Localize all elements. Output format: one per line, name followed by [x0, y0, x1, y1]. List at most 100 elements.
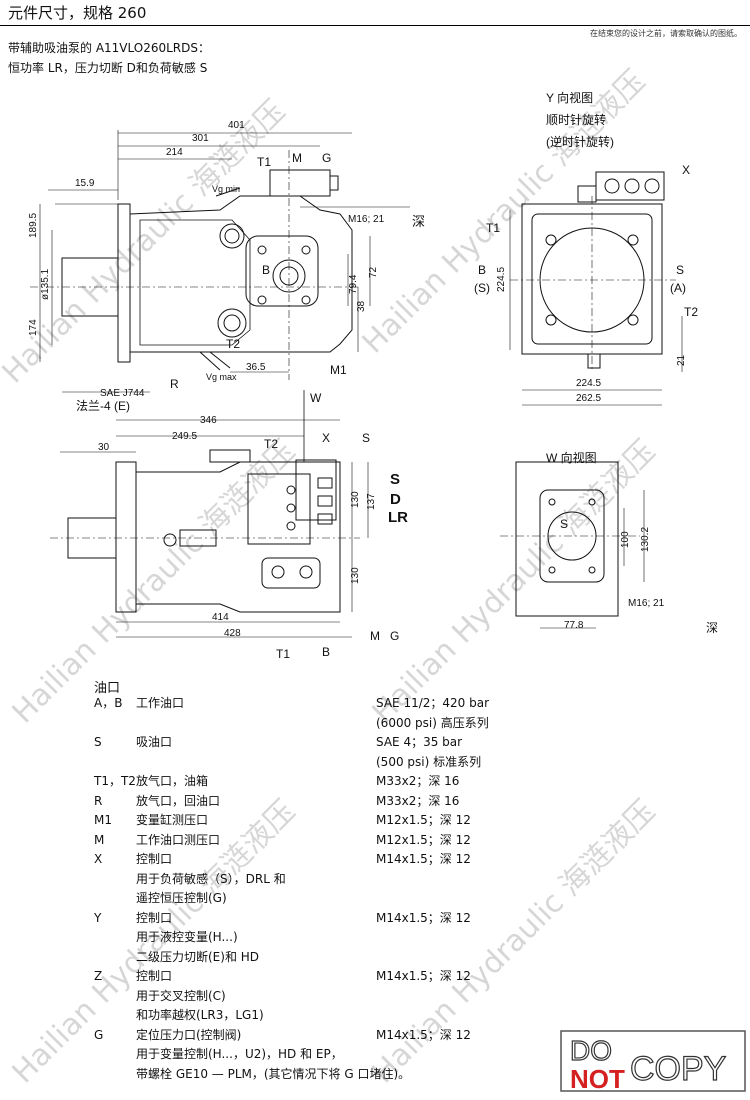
port-label: G [322, 151, 331, 165]
port-description-line: 控制口 [136, 852, 173, 866]
dim-text: 137 [366, 493, 377, 510]
port-label: (A) [670, 281, 686, 295]
port-label: T1 [257, 155, 271, 169]
port-spec-line: SAE 4；35 bar [376, 735, 463, 749]
dim-text: 130 [350, 491, 361, 508]
port-label: Vg max [206, 372, 237, 382]
port-label: S [676, 263, 684, 277]
port-code: M [94, 832, 105, 847]
port-spec: M14x1.5；深 12 [376, 850, 576, 870]
side-view [50, 390, 369, 638]
stamp-copy: COPY [630, 1050, 726, 1088]
port-label: M [292, 151, 302, 165]
port-code: Y [94, 910, 102, 925]
stamp-not: NOT [570, 1064, 625, 1092]
port-description: 工作油口 [136, 694, 366, 714]
dim-text: 30 [98, 442, 110, 453]
port-spec: SAE 11/2；420 bar (6000 psi) 高压系列 [376, 694, 576, 733]
port-spec: M12x1.5；深 12 [376, 831, 576, 851]
port-description-line: 工作油口测压口 [136, 832, 221, 847]
dim-text: 224.5 [496, 267, 507, 292]
dim-text: ø135.1 [40, 268, 51, 300]
port-description: 吸油口 [136, 733, 366, 753]
port-description-line: 用于交叉控制(C) [136, 988, 226, 1003]
dim-text: 深 [412, 214, 425, 229]
dim-text: 249.5 [172, 431, 197, 442]
flange-label: 法兰-4 (E) [76, 399, 130, 413]
dim-text: 262.5 [576, 393, 601, 404]
port-description-line: 放气口，油箱 [136, 774, 209, 788]
dim-text: 346 [200, 415, 217, 426]
port-label: T1 [486, 221, 500, 235]
port-description: 放气口，油箱 [136, 772, 366, 792]
port-description: 放气口，回油口 [136, 792, 366, 812]
port-code: T1，T2 [94, 774, 136, 788]
y-view [509, 171, 683, 406]
port-spec-line: M33x2；深 16 [376, 774, 460, 788]
port-spec: M33x2；深 16 [376, 772, 576, 792]
port-label: T2 [226, 337, 240, 351]
port-label: T2 [684, 305, 698, 319]
port-description-line: 和功率越权(LR3，LG1) [136, 1008, 264, 1022]
port-label: B [262, 263, 270, 277]
port-description-line: 二级压力切断(E)和 HD [136, 949, 260, 964]
do-not-copy-stamp: DO NOT COPY [560, 1030, 746, 1092]
port-description-line: 遥控恒压控制(G) [136, 891, 227, 905]
port-label: S [560, 517, 568, 531]
dim-text: 100 [620, 531, 631, 548]
dim-text: M16; 21 [348, 214, 385, 225]
port-description-line: 用于负荷敏感（S），DRL 和 [136, 871, 286, 886]
port-spec-line: M14x1.5；深 12 [376, 910, 471, 925]
port-spec-line: SAE 11/2；420 bar [376, 696, 490, 710]
port-spec: SAE 4；35 bar (500 psi) 标准系列 [376, 733, 576, 772]
port-description: 控制口用于负荷敏感（S），DRL 和遥控恒压控制(G) [136, 850, 366, 909]
dim-text: 174 [28, 319, 39, 336]
w-view [500, 461, 645, 629]
port-label: B [322, 645, 330, 659]
port-label: B [478, 263, 486, 277]
port-spec-line: M14x1.5；深 12 [376, 1027, 471, 1042]
port-code: X [94, 852, 103, 866]
control-label: LR [388, 509, 408, 526]
view-title: (逆时针旋转) [546, 134, 614, 149]
stamp-do: DO [570, 1035, 612, 1066]
port-code: Z [94, 969, 103, 983]
dim-text: 414 [212, 612, 229, 623]
port-spec-line: (6000 psi) 高压系列 [376, 715, 489, 730]
port-spec-line: M12x1.5；深 12 [376, 813, 471, 827]
dim-text: 214 [166, 147, 183, 158]
port-code: R [94, 793, 103, 808]
port-spec: M33x2；深 16 [376, 792, 576, 812]
port-description-line: 用于液控变量(H...) [136, 930, 238, 944]
port-description-line: 工作油口 [136, 696, 185, 710]
port-description-line: 定位压力口(控制阀) [136, 1027, 242, 1042]
port-description-line: 吸油口 [136, 735, 173, 749]
view-title: W 向视图 [546, 450, 597, 465]
port-label: X [682, 163, 690, 177]
dim-text: 130.2 [640, 527, 651, 552]
ports-heading: 油口 [94, 681, 121, 696]
dim-text: 428 [224, 628, 241, 639]
port-label: Vg min [212, 184, 240, 194]
port-spec-line: M14x1.5；深 12 [376, 852, 471, 866]
port-description-line: 控制口 [136, 969, 173, 983]
dim-text: 189.5 [28, 213, 39, 238]
port-description: 定位压力口(控制阀)用于变量控制(H...，U2)，HD 和 EP，带螺栓 GE… [136, 1026, 410, 1085]
y-view-text: Y 向视图 顺时针旋转 (逆时针旋转) X T1 B (S) S (A) T2 … [474, 90, 698, 404]
port-code: G [94, 1027, 104, 1042]
port-spec: M14x1.5；深 12 [376, 909, 576, 929]
port-description: 控制口用于液控变量(H...)二级压力切断(E)和 HD [136, 909, 366, 968]
port-spec-line: (500 psi) 标准系列 [376, 754, 482, 769]
dim-text: 21 [676, 354, 687, 366]
port-label: R [170, 377, 179, 391]
flange-label: SAE J744 [100, 388, 145, 399]
header-rule [0, 25, 750, 26]
port-spec-line: M14x1.5；深 12 [376, 969, 471, 983]
dim-text: 38 [356, 300, 367, 312]
port-code: M1 [94, 813, 112, 827]
dim-text: 224.5 [576, 378, 601, 389]
dim-text: 401 [228, 120, 245, 131]
header-note: 在结束您的设计之前，请索取确认的图纸。 [590, 29, 742, 38]
port-label: X [322, 431, 330, 445]
dim-text: 301 [192, 133, 209, 144]
